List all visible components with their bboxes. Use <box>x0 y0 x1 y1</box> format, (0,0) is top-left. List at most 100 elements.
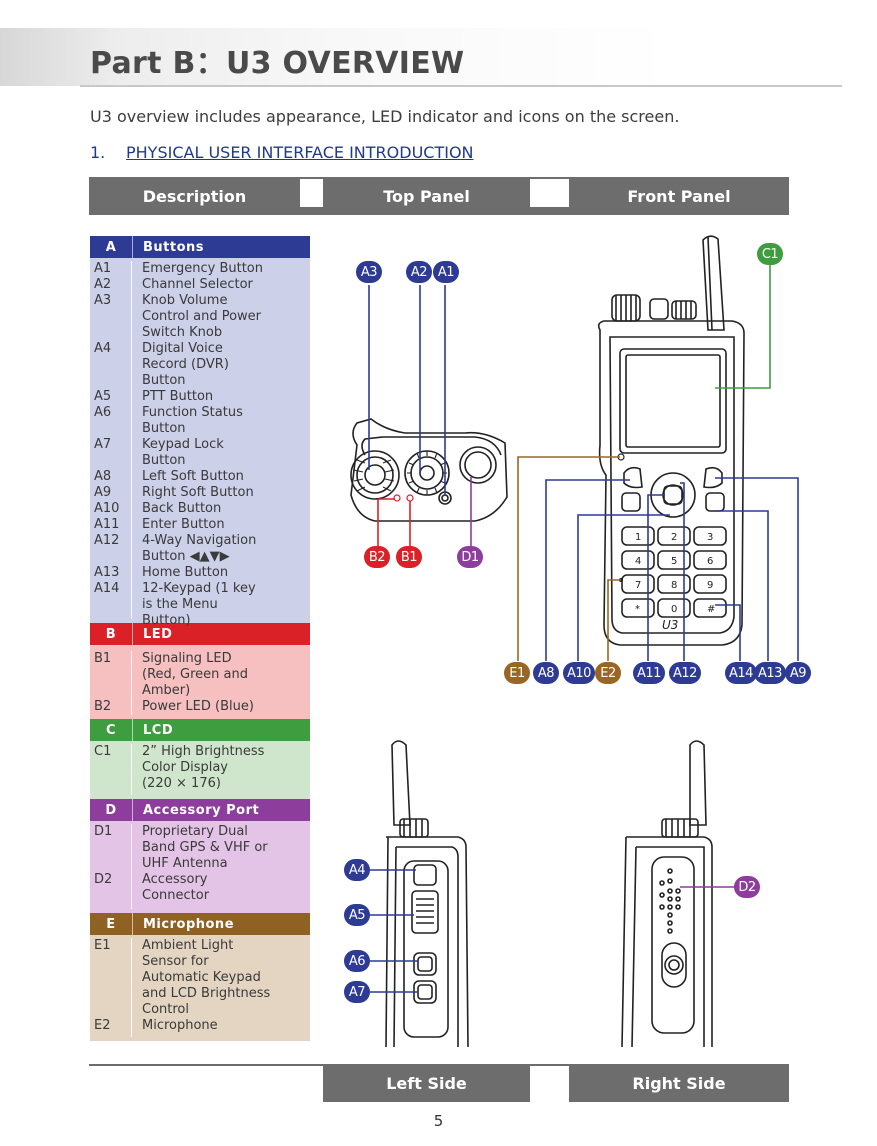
item-key: E1 <box>94 938 111 953</box>
section-heading: 1.PHYSICAL USER INTERFACE INTRODUCTION <box>90 143 474 162</box>
item-key: A14 <box>94 581 120 596</box>
key-star: * <box>635 604 640 615</box>
item-key: D1 <box>94 824 113 839</box>
callout-A11: A11 <box>633 662 665 684</box>
item-line: Band GPS & VHF or <box>142 840 268 855</box>
right-side-illustration <box>621 740 736 1047</box>
item-key <box>94 309 131 325</box>
item-line: Button) <box>142 613 191 628</box>
tab-joint <box>300 207 323 215</box>
item-key <box>94 373 131 389</box>
item-key <box>94 325 131 341</box>
item-line: Button ◀▲▼▶ <box>142 549 230 564</box>
group-title: Accessory Port <box>132 799 310 821</box>
callout-A1: A1 <box>433 261 459 283</box>
group-key: C <box>105 722 117 738</box>
item-line: and LCD Brightness <box>142 986 271 1001</box>
item-key <box>94 421 131 437</box>
callout-A10: A10 <box>563 662 595 684</box>
callout-A7: A7 <box>344 981 370 1003</box>
item-line: UHF Antenna <box>142 856 228 871</box>
bottom-rule <box>89 1064 323 1066</box>
item-key <box>94 549 131 565</box>
item-line: Knob Volume <box>142 293 228 308</box>
item-line: Right Soft Button <box>142 485 254 500</box>
item-line: Connector <box>142 888 210 903</box>
item-line: Emergency Button <box>142 261 263 276</box>
key-hash: # <box>707 604 715 615</box>
page-number: 5 <box>433 1112 444 1130</box>
item-key: A8 <box>94 469 112 484</box>
callout-D1: D1 <box>457 546 483 568</box>
item-line: (220 × 176) <box>142 776 221 791</box>
section-number: 1. <box>90 143 106 162</box>
item-key: B2 <box>94 699 112 714</box>
callout-A3: A3 <box>356 261 382 283</box>
item-line: Sensor for <box>142 954 209 969</box>
tab-top-panel: Top Panel <box>323 177 530 215</box>
tab-right-side: Right Side <box>569 1064 789 1102</box>
item-line: Channel Selector <box>142 277 253 292</box>
item-key: A10 <box>94 501 120 516</box>
item-line: Control <box>142 1002 189 1017</box>
page-title: Part B：U3 OVERVIEW <box>90 46 465 81</box>
title-band <box>0 28 842 86</box>
item-key <box>94 888 131 904</box>
item-key: A13 <box>94 565 120 580</box>
key-0: 0 <box>671 604 677 615</box>
item-key <box>94 667 131 683</box>
item-line: Button <box>142 373 186 388</box>
item-key: D2 <box>94 872 113 887</box>
key-7: 7 <box>635 580 641 591</box>
item-line: Digital Voice <box>142 341 223 356</box>
item-line: Color Display <box>142 760 228 775</box>
item-key: A7 <box>94 437 112 452</box>
item-line: is the Menu <box>142 597 218 612</box>
item-key <box>94 453 131 469</box>
key-2: 2 <box>671 532 677 543</box>
callout-A4: A4 <box>344 859 370 881</box>
model-mark: U3 <box>662 618 678 632</box>
item-key: E2 <box>94 1018 111 1033</box>
tab-description: Description <box>89 177 300 215</box>
item-key: A6 <box>94 405 112 420</box>
key-4: 4 <box>635 556 641 567</box>
item-key: A12 <box>94 533 120 548</box>
callout-B1: B1 <box>396 546 422 568</box>
tab-front-panel: Front Panel <box>569 177 789 215</box>
key-column: C1 <box>90 744 132 795</box>
item-line: Accessory <box>142 872 208 887</box>
item-line: Ambient Light <box>142 938 234 953</box>
callout-A2: A2 <box>406 261 432 283</box>
item-key: A3 <box>94 293 112 308</box>
item-line: 2” High Brightness <box>142 744 265 759</box>
item-line: Signaling LED <box>142 651 232 666</box>
item-line: Enter Button <box>142 517 225 532</box>
group-key: B <box>105 626 117 642</box>
callout-D2: D2 <box>734 876 760 898</box>
item-line: PTT Button <box>142 389 214 404</box>
item-key: B1 <box>94 651 112 666</box>
callout-B2: B2 <box>364 546 390 568</box>
callout-A14: A14 <box>725 662 757 684</box>
item-line: Keypad Lock <box>142 437 224 452</box>
top-panel-illustration <box>350 285 508 551</box>
key-5: 5 <box>671 556 677 567</box>
item-line: Microphone <box>142 1018 218 1033</box>
item-line: Control and Power <box>142 309 262 324</box>
item-key <box>94 597 131 613</box>
callout-C1: C1 <box>757 243 783 265</box>
item-line: Button <box>142 421 186 436</box>
